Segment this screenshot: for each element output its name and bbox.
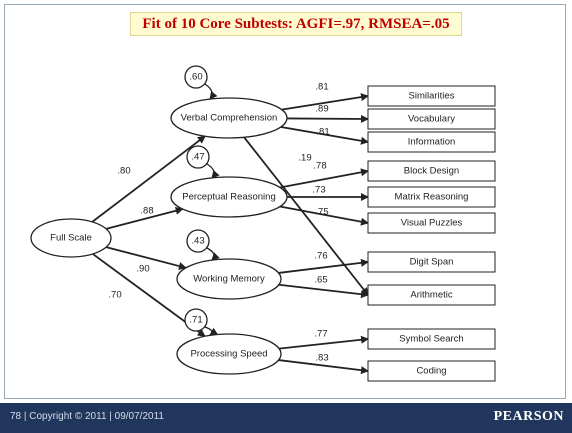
factor-label-wm: Working Memory — [193, 274, 265, 285]
factor-label-pr: Perceptual Reasoning — [182, 192, 275, 203]
subtest-box-bd — [367, 160, 496, 182]
loading-arrow-pr — [105, 206, 184, 230]
residual-arrow-wm — [206, 247, 220, 261]
loading-label-wm: .90 — [136, 264, 149, 275]
title-box: Fit of 10 Core Subtests: AGFI=.97, RMSEA… — [130, 12, 462, 36]
subtest-label-ar: Arithmetic — [410, 290, 452, 301]
subtest-label-ss: Symbol Search — [399, 334, 463, 345]
residual-circle-pr — [186, 145, 210, 169]
residual-arrow-pr — [206, 163, 220, 179]
subtest-box-si — [367, 85, 496, 107]
footer-bar: 78 | Copyright © 2011 | 09/07/2011 PEARS… — [0, 403, 572, 433]
factor-label-vc: Verbal Comprehension — [181, 113, 278, 124]
path-arrow-ps-cd — [278, 359, 369, 375]
subtest-label-vo: Vocabulary — [408, 114, 455, 125]
factor-ellipse-pr — [170, 176, 288, 218]
path-arrow-ps-ss — [278, 335, 369, 350]
residual-circle-vc — [184, 65, 208, 89]
path-coef-ps-ss: .77 — [314, 329, 327, 340]
factor-ellipse-wm — [176, 258, 282, 300]
factor-label-ps: Processing Speed — [190, 349, 267, 360]
path-arrow-pr-vp — [279, 205, 369, 226]
loading-arrow-vc — [91, 135, 206, 223]
path-coef-ps-cd: .83 — [315, 353, 328, 364]
path-diagram: .80 .88 .90 .70 .81 .89 .81 .19.78 .73 .75 .76 .65.… — [30, 65, 496, 382]
path-arrow-vc-si — [281, 93, 369, 111]
subtest-box-vp — [367, 212, 496, 234]
factor-ellipse-vc — [170, 97, 288, 139]
subtest-box-vo — [367, 108, 496, 130]
subtest-label-bd: Block Design — [404, 166, 459, 177]
residual-label-ps: .71 — [189, 315, 202, 326]
subtest-box-ds — [367, 251, 496, 273]
subtest-box-cd — [367, 360, 496, 382]
subtest-box-ss — [367, 328, 496, 350]
path-coef-wm-ds: .76 — [314, 251, 327, 262]
slide-title: Fit of 10 Core Subtests: AGFI=.97, RMSEA… — [142, 15, 450, 32]
subtest-box-mr — [367, 186, 496, 208]
path-arrow-wm-ds — [278, 258, 369, 274]
path-coef-vc-si: .81 — [315, 82, 328, 93]
subtest-label-in: Information — [408, 137, 456, 148]
path-arrow-vc-vo — [286, 114, 369, 123]
pearson-logo: PEARSON — [493, 409, 564, 424]
factor-ellipse-ps — [176, 333, 282, 375]
path-coef-wm-ar: .65 — [314, 275, 327, 286]
residual-circle-wm — [186, 229, 210, 253]
path-coef-pr-mr: .73 — [312, 185, 325, 196]
subtest-label-cd: Coding — [416, 366, 446, 377]
residual-label-vc: .60 — [189, 72, 202, 83]
nodes-layer — [30, 65, 496, 382]
loading-label-ps: .70 — [108, 290, 121, 301]
edges-layer — [91, 83, 369, 375]
footer-copyright: 78 | Copyright © 2011 | 09/07/2011 — [10, 411, 164, 422]
path-coef-pr-vp: .75 — [315, 207, 328, 218]
path-arrow-wm-ar — [278, 283, 369, 299]
path-arrow-vc-ar — [243, 136, 369, 296]
path-coef-vc-vo: .89 — [315, 104, 328, 115]
subtest-label-ds: Digit Span — [410, 257, 454, 268]
general-factor-label: Full Scale — [50, 233, 92, 244]
path-coef-pr-bd: .78 — [313, 161, 326, 172]
general-factor-ellipse — [30, 218, 112, 258]
residual-circle-ps — [184, 308, 208, 332]
labels-layer: .80 .88 .90 .70 .81 .89 .81 .19.78 .73 .75 .76 .65.… — [50, 72, 468, 377]
residual-arrow-vc — [204, 83, 218, 100]
path-arrow-pr-bd — [279, 168, 369, 189]
residual-arrow-ps — [204, 326, 219, 336]
subtest-label-si: Similarities — [409, 91, 455, 102]
subtest-label-vp: Visual Puzzles — [401, 218, 463, 229]
residual-label-wm: .43 — [191, 236, 204, 247]
subtest-label-mr: Matrix Reasoning — [395, 192, 469, 203]
loading-arrow-wm — [105, 246, 187, 270]
loading-label-vc: .80 — [117, 166, 130, 177]
residual-label-pr: .47 — [191, 152, 204, 163]
path-arrow-vc-in — [280, 126, 369, 145]
path-coef-vc-ar: .19 — [298, 153, 311, 164]
subtest-box-ar — [367, 284, 496, 306]
loading-label-pr: .88 — [140, 206, 153, 217]
path-coef-vc-in: .81 — [316, 127, 329, 138]
subtest-box-in — [367, 131, 496, 153]
